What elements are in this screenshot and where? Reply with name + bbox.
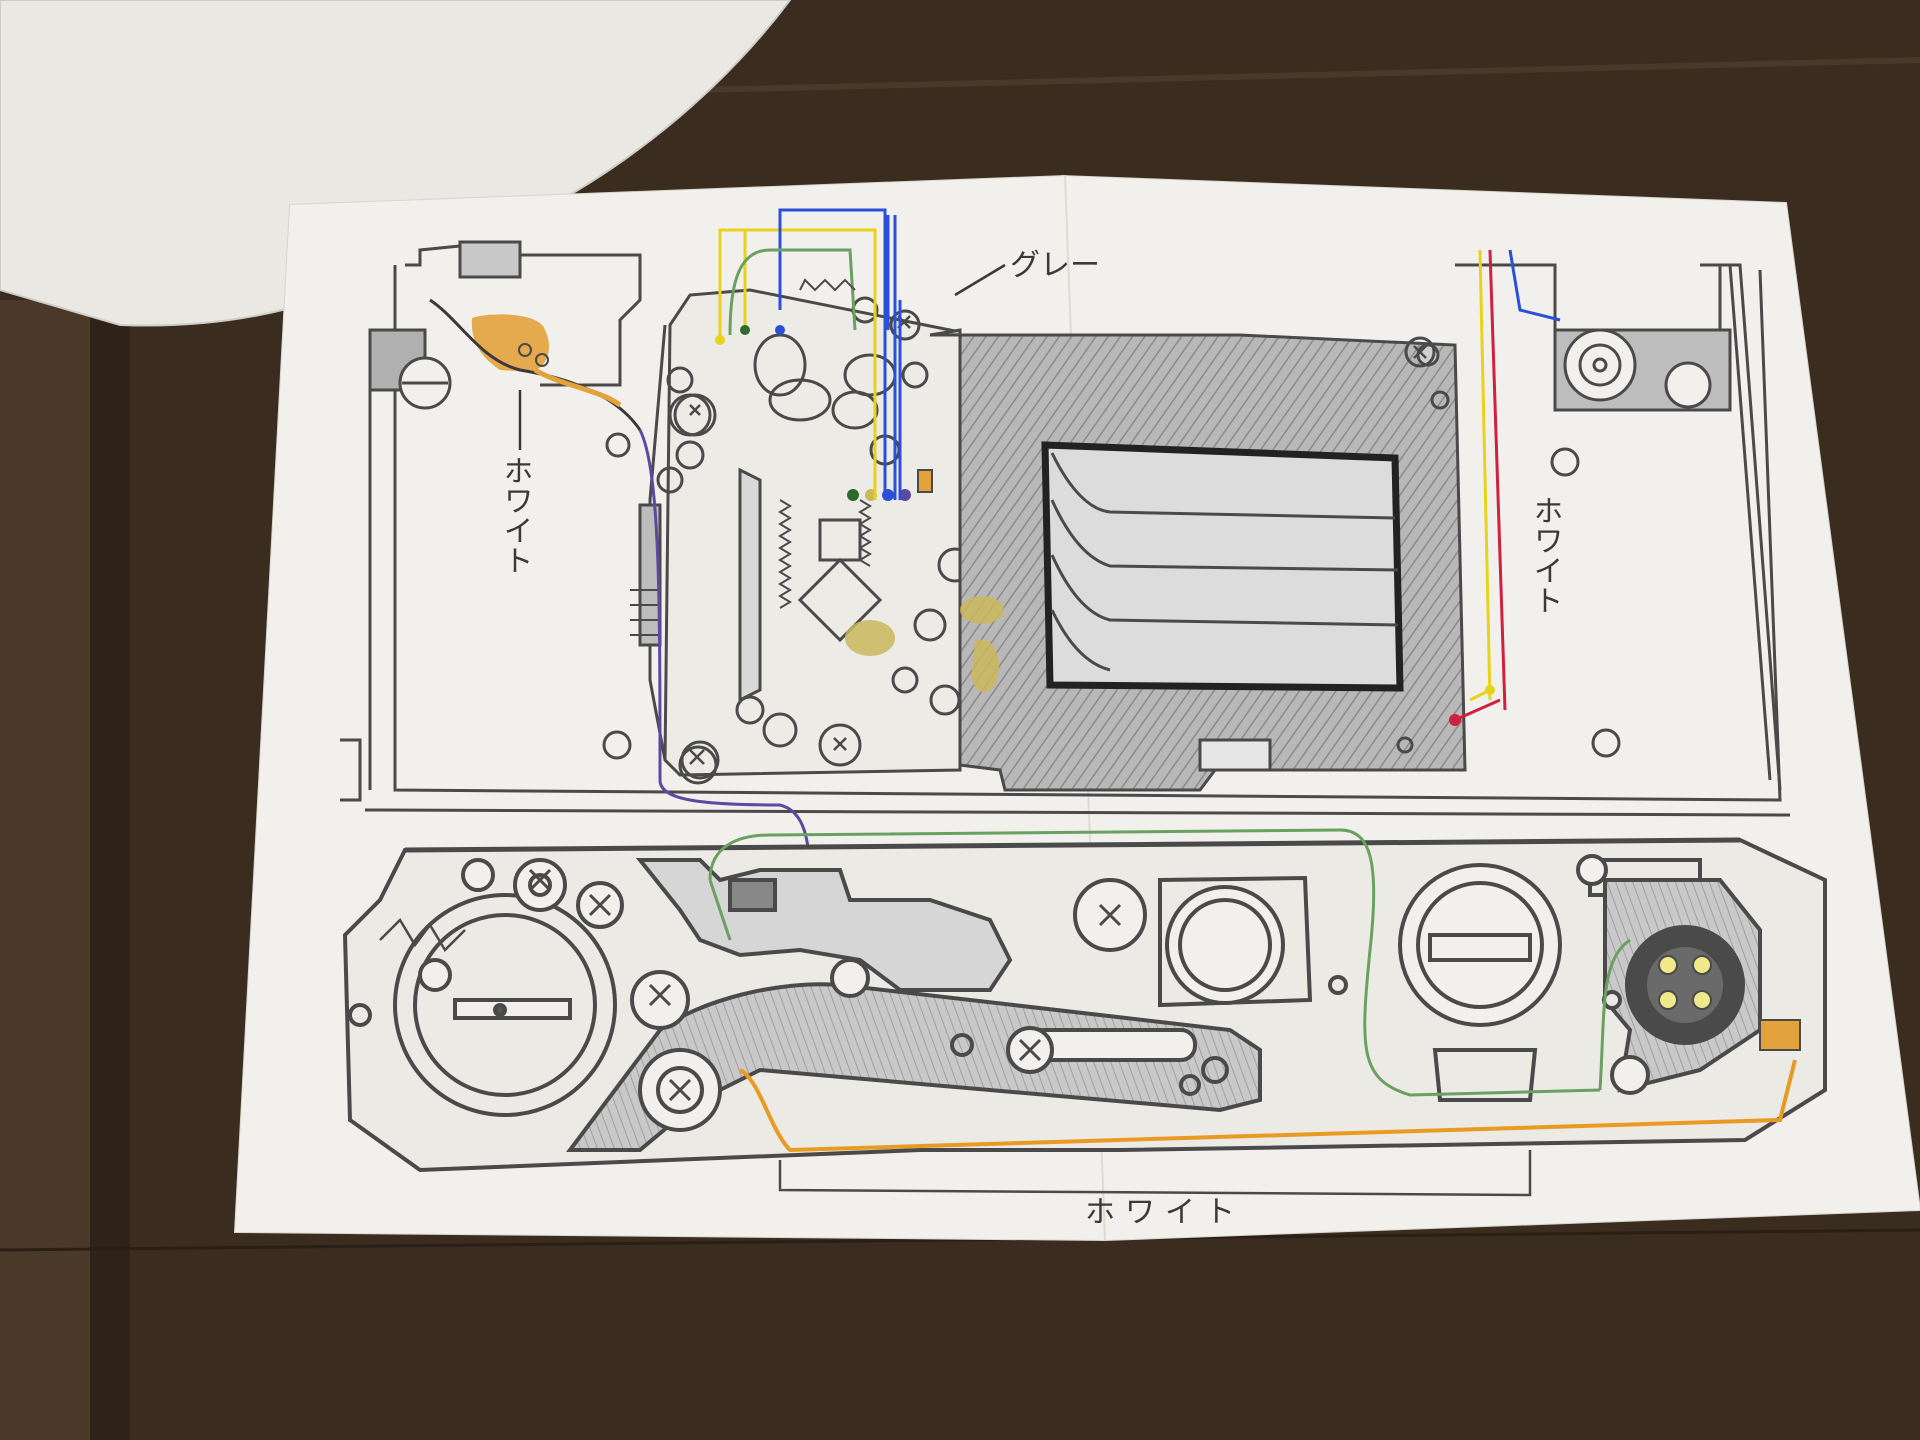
wires-top-cluster <box>715 208 902 500</box>
wire-lead-left <box>429 298 642 431</box>
label-white-bottom: ホワイト <box>1085 1195 1245 1230</box>
gray-label-leader <box>954 263 1006 297</box>
contact-pins <box>1658 955 1712 1010</box>
label-gray: グレー <box>1010 248 1100 283</box>
wires-bottom <box>708 828 1797 1153</box>
label-white-right: ホワイト <box>1528 495 1563 615</box>
label-white-left: ホワイト <box>498 455 533 575</box>
screw-marks-top <box>689 315 1427 765</box>
wires-right <box>1449 249 1561 726</box>
screw-marks-bottom <box>528 868 1122 1102</box>
diagram-labels: グレー ホワイト ホワイト ホワイト <box>498 248 1563 1230</box>
contact-tab <box>1759 1019 1801 1051</box>
